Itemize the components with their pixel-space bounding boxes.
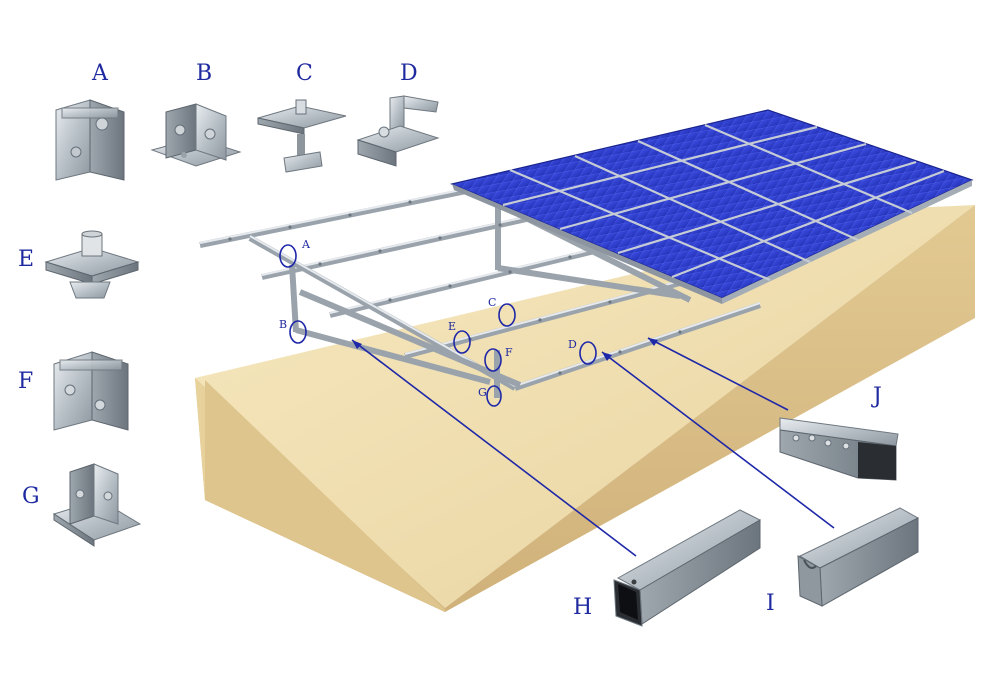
component-label-j: J	[871, 384, 882, 409]
leader-line-h	[351, 339, 637, 557]
component-label-c: C	[296, 61, 313, 86]
callout-label-c: C	[488, 296, 496, 309]
component-a-clamp-bracket-icon	[55, 99, 125, 181]
callout-ring-f	[484, 348, 502, 372]
component-label-d: D	[400, 61, 418, 86]
component-b-base-bracket-icon	[150, 103, 242, 167]
component-e-clamp-nut-icon	[44, 230, 140, 299]
component-label-b: B	[196, 61, 212, 86]
mounting-frame	[199, 173, 761, 398]
foundation-top-face	[195, 205, 975, 608]
component-label-h: H	[573, 595, 592, 620]
callout-label-g: G	[478, 386, 487, 399]
component-label-i: I	[766, 591, 775, 616]
leader-line-i	[601, 351, 835, 529]
callout-ring-c	[498, 303, 516, 327]
component-label-a: A	[91, 61, 109, 86]
component-f-rail-connector-icon	[53, 351, 129, 431]
leader-line-j	[647, 337, 789, 411]
callout-label-f: F	[505, 346, 513, 359]
callout-label-b: B	[279, 318, 287, 331]
component-c-mid-clamp-icon	[257, 99, 347, 173]
callout-ring-a	[279, 244, 297, 268]
callout-label-e: E	[448, 320, 456, 333]
callout-label-a: A	[301, 238, 311, 251]
component-label-f: F	[18, 369, 33, 394]
component-j-rail-with-bolts-icon	[779, 417, 899, 481]
component-h-square-tube-rail-icon	[613, 509, 762, 627]
component-g-foot-bracket-icon	[52, 463, 142, 547]
callout-ring-e	[453, 330, 471, 354]
callout-ring-d	[579, 341, 597, 365]
callout-label-d: D	[568, 338, 577, 351]
component-label-g: G	[22, 484, 40, 509]
component-i-channel-rail-icon	[797, 507, 920, 607]
solar-panel-array	[450, 109, 974, 304]
component-label-e: E	[18, 247, 34, 272]
callout-ring-g	[486, 385, 502, 407]
concrete-foundation	[195, 205, 975, 612]
leader-lines	[351, 337, 835, 557]
foundation-side-face	[445, 205, 975, 612]
callout-ring-b	[289, 320, 307, 344]
component-d-end-clamp-icon	[356, 95, 440, 167]
callout-rings: A B C D E F G	[279, 238, 597, 407]
